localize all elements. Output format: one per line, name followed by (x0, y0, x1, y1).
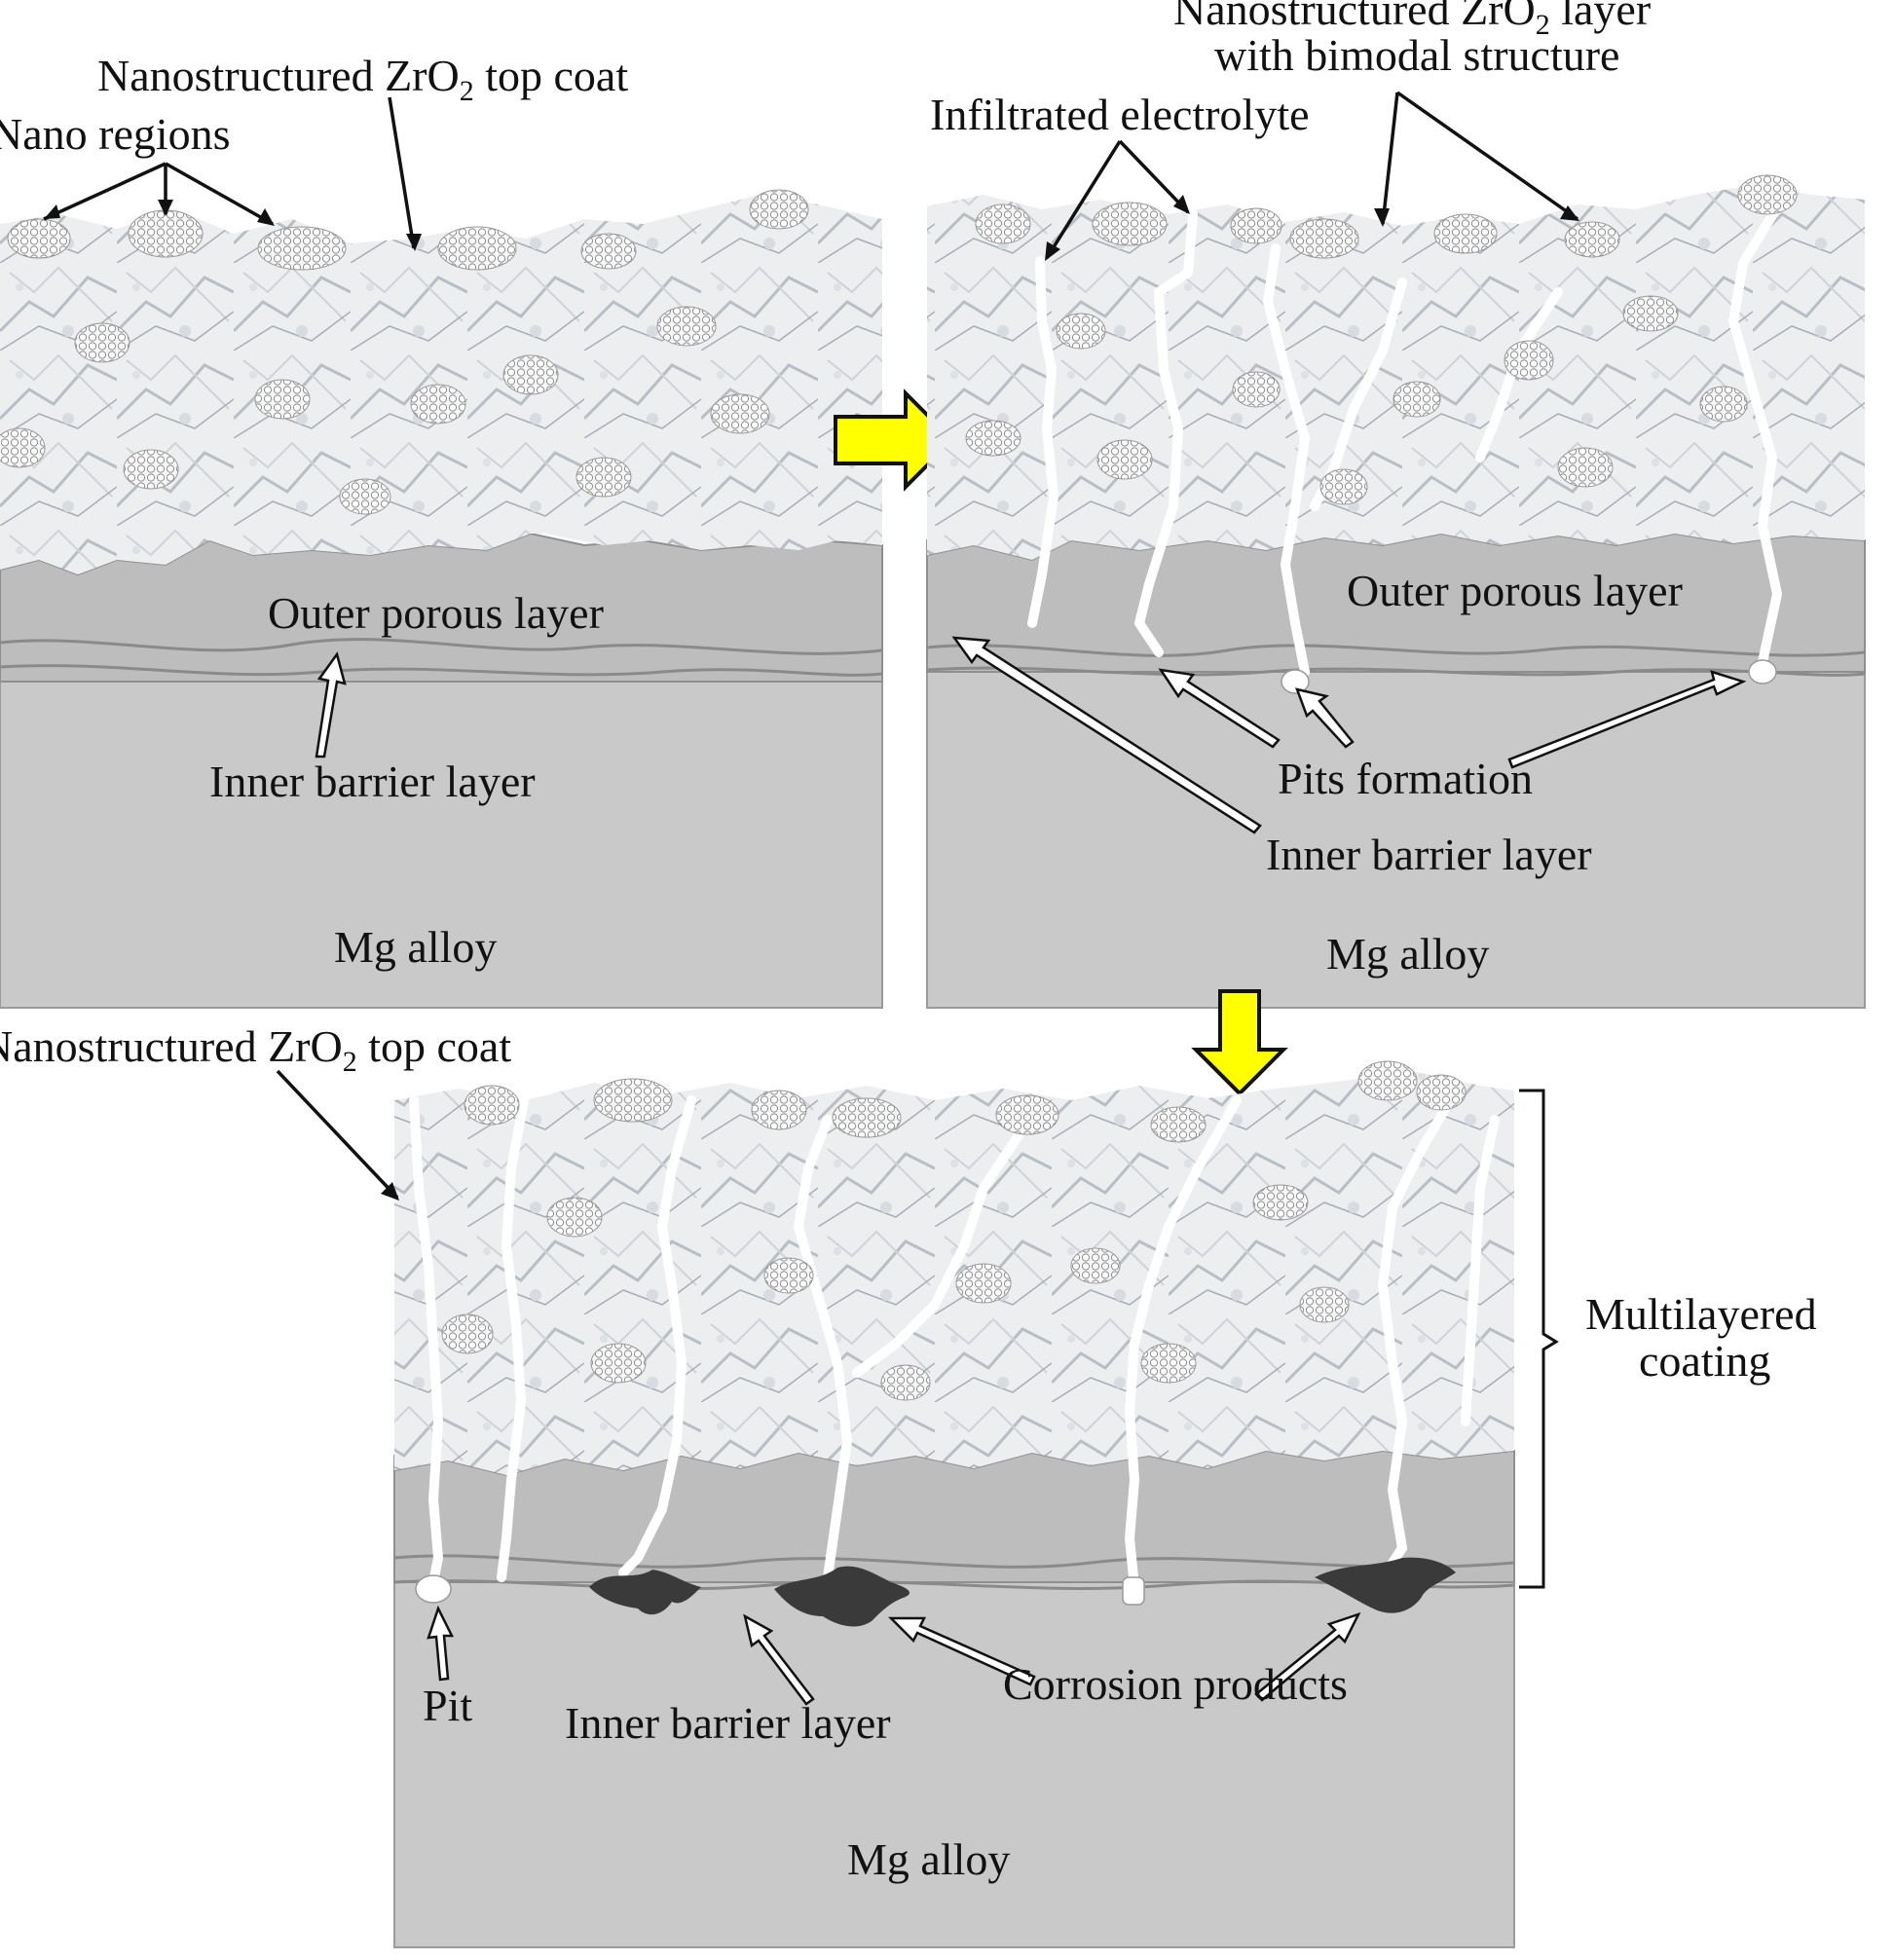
panel-initial: Nanostructured ZrO2 top coat Nano region… (0, 51, 883, 1009)
label-inner-barrier: Inner barrier layer (1266, 830, 1592, 879)
label-mg-alloy: Mg alloy (1326, 929, 1489, 979)
label-multilayered: Multilayered (1585, 1289, 1817, 1339)
label-bimodal-line1: Nanostructured ZrO2 layer (1173, 0, 1651, 41)
electrolyte-channels (409, 1086, 1500, 1606)
label-top-coat: Nanostructured ZrO2 top coat (0, 1021, 511, 1078)
inner-barrier-layer (393, 1554, 1515, 1569)
label-outer-porous: Outer porous layer (1347, 566, 1683, 615)
inner-barrier-layer (0, 638, 883, 655)
label-top-coat: Nanostructured ZrO2 top coat (97, 51, 628, 107)
label-pits-formation: Pits formation (1278, 754, 1533, 803)
panel-infiltration: Nanostructured ZrO2 layer with bimodal s… (926, 0, 1866, 1009)
black-pointer-arrows (43, 96, 422, 251)
corrosion-products (589, 1557, 1456, 1627)
label-mg-alloy: Mg alloy (334, 922, 497, 972)
progress-arrow-down (1191, 989, 1288, 1096)
inner-barrier-layer (926, 644, 1866, 657)
label-coating: coating (1639, 1336, 1770, 1386)
nano-regions (441, 1060, 1467, 1401)
label-nano-regions: Nano regions (0, 109, 231, 159)
label-bimodal-line2: with bimodal structure (1214, 30, 1619, 80)
multilayer-bracket (1519, 1089, 1559, 1589)
zro2-top-coat (927, 185, 1865, 560)
hollow-arrows (427, 1605, 1361, 1706)
panel-corroded: Nanostructured ZrO2 top coat Multilayere… (0, 1021, 1817, 1948)
hollow-arrow-inner-barrier (315, 651, 347, 758)
black-pointer-arrows (1045, 91, 1579, 261)
label-outer-porous: Outer porous layer (268, 588, 604, 638)
nano-regions (0, 189, 809, 515)
label-pit: Pit (423, 1681, 472, 1730)
label-inner-barrier: Inner barrier layer (209, 757, 536, 806)
label-inner-barrier: Inner barrier layer (565, 1698, 891, 1748)
label-corrosion-products: Corrosion products (1003, 1659, 1348, 1709)
hollow-arrows (951, 636, 1747, 834)
label-infiltrated: Infiltrated electrolyte (930, 90, 1310, 139)
black-pointer-arrows (276, 1069, 399, 1201)
nano-regions (965, 174, 1798, 505)
label-mg-alloy: Mg alloy (847, 1834, 1010, 1884)
